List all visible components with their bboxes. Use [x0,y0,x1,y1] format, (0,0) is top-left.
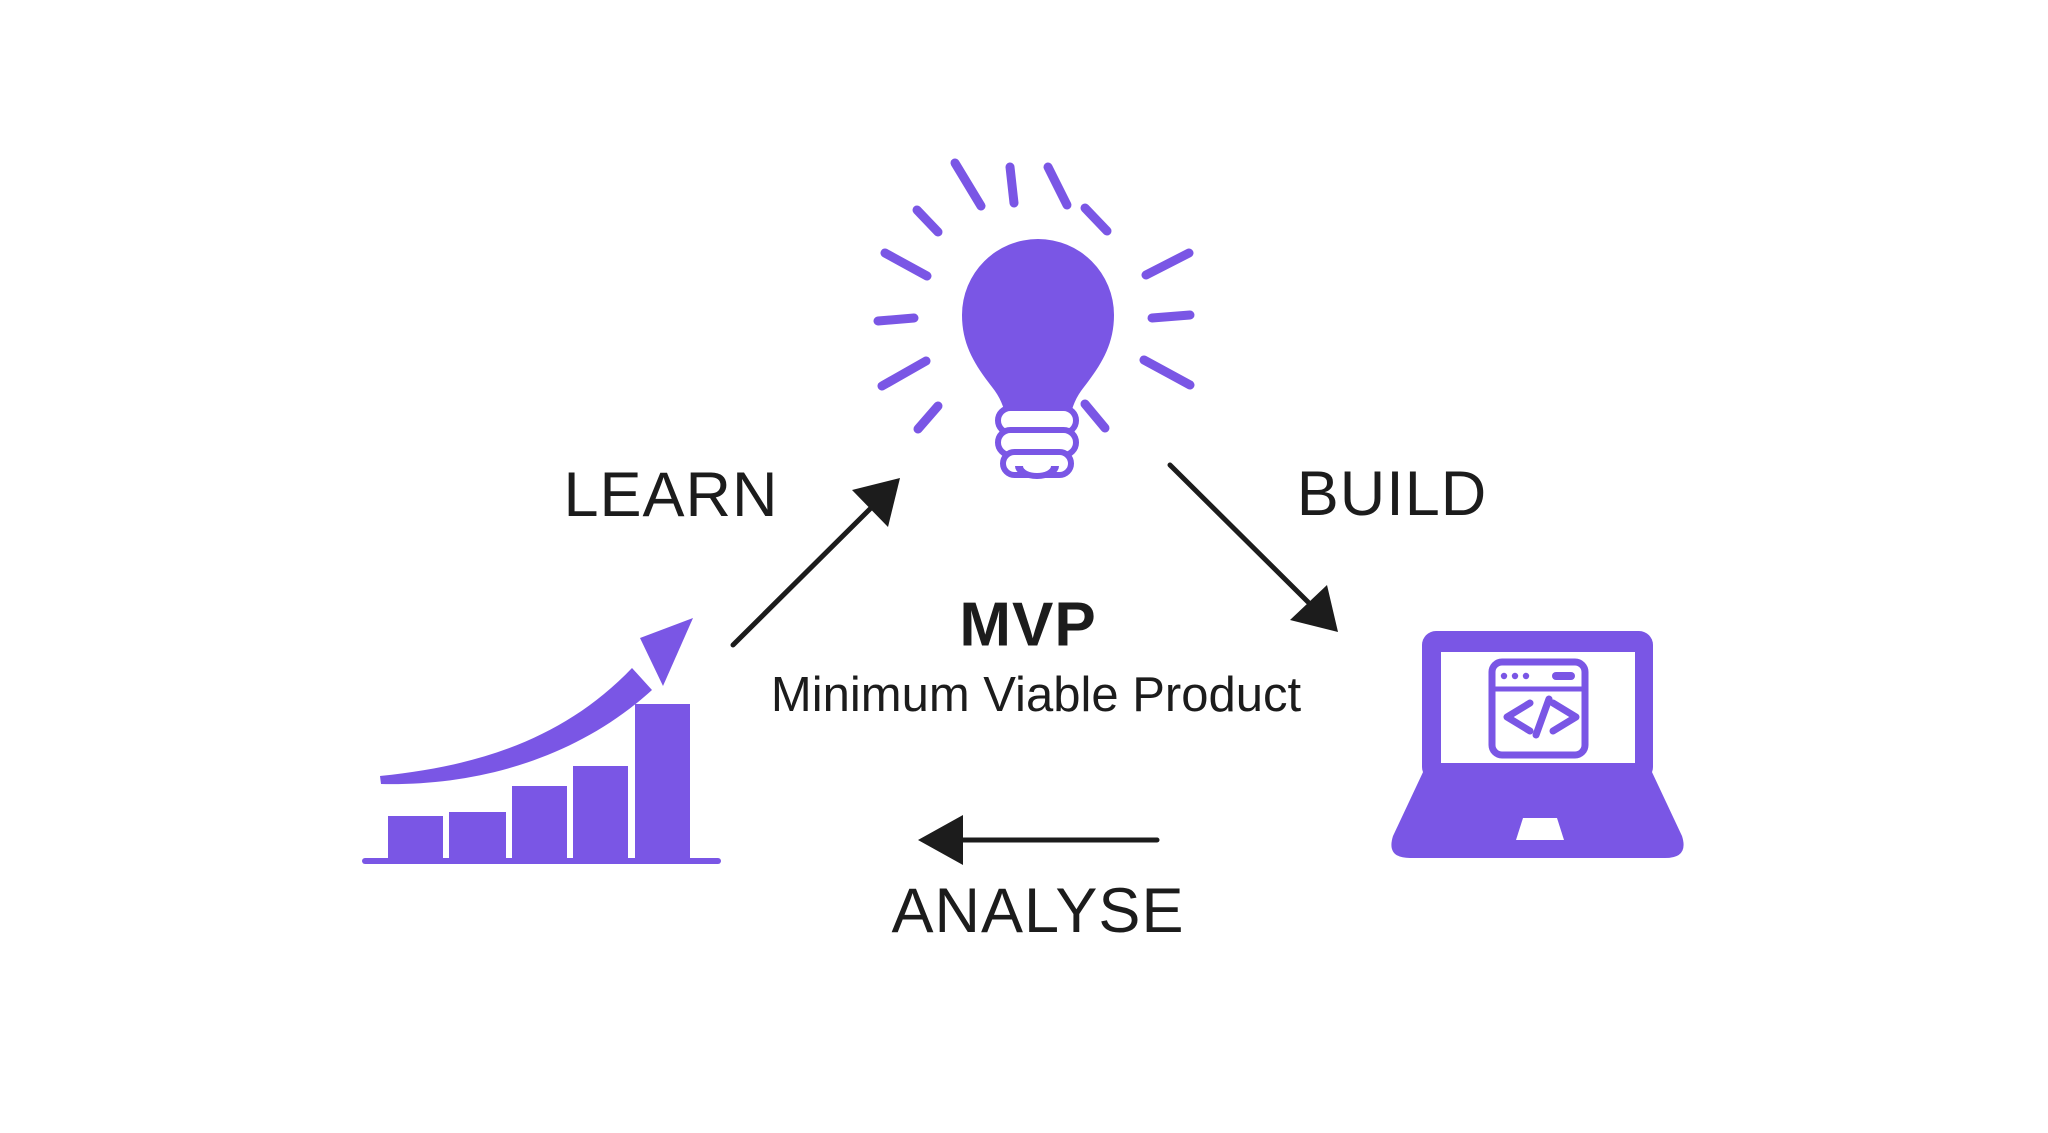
build-arrow [1167,462,1338,632]
growth-arrow-curve [380,668,652,785]
bulb-glass [962,239,1114,418]
idea-lightbulb-icon [873,158,1195,479]
code-brackets-glyph [1503,695,1580,739]
code-window [1488,658,1589,759]
laptop-base [1391,770,1684,858]
mvp-subtitle: Minimum Viable Product [770,668,1302,722]
analyse-arrow [918,815,1160,865]
analyse-label: ANALYSE [891,876,1185,946]
learn-arrow [730,478,900,648]
build-label: BUILD [1296,459,1488,529]
growth-chart-icon [362,618,721,864]
bulb-screw-base [995,405,1079,479]
learn-label: LEARN [563,460,779,530]
laptop-code-icon [1391,631,1684,858]
laptop-notch [1516,818,1564,840]
light-rays [873,158,1195,434]
mvp-title: MVP [959,590,1097,660]
growth-arrowhead [640,618,693,686]
